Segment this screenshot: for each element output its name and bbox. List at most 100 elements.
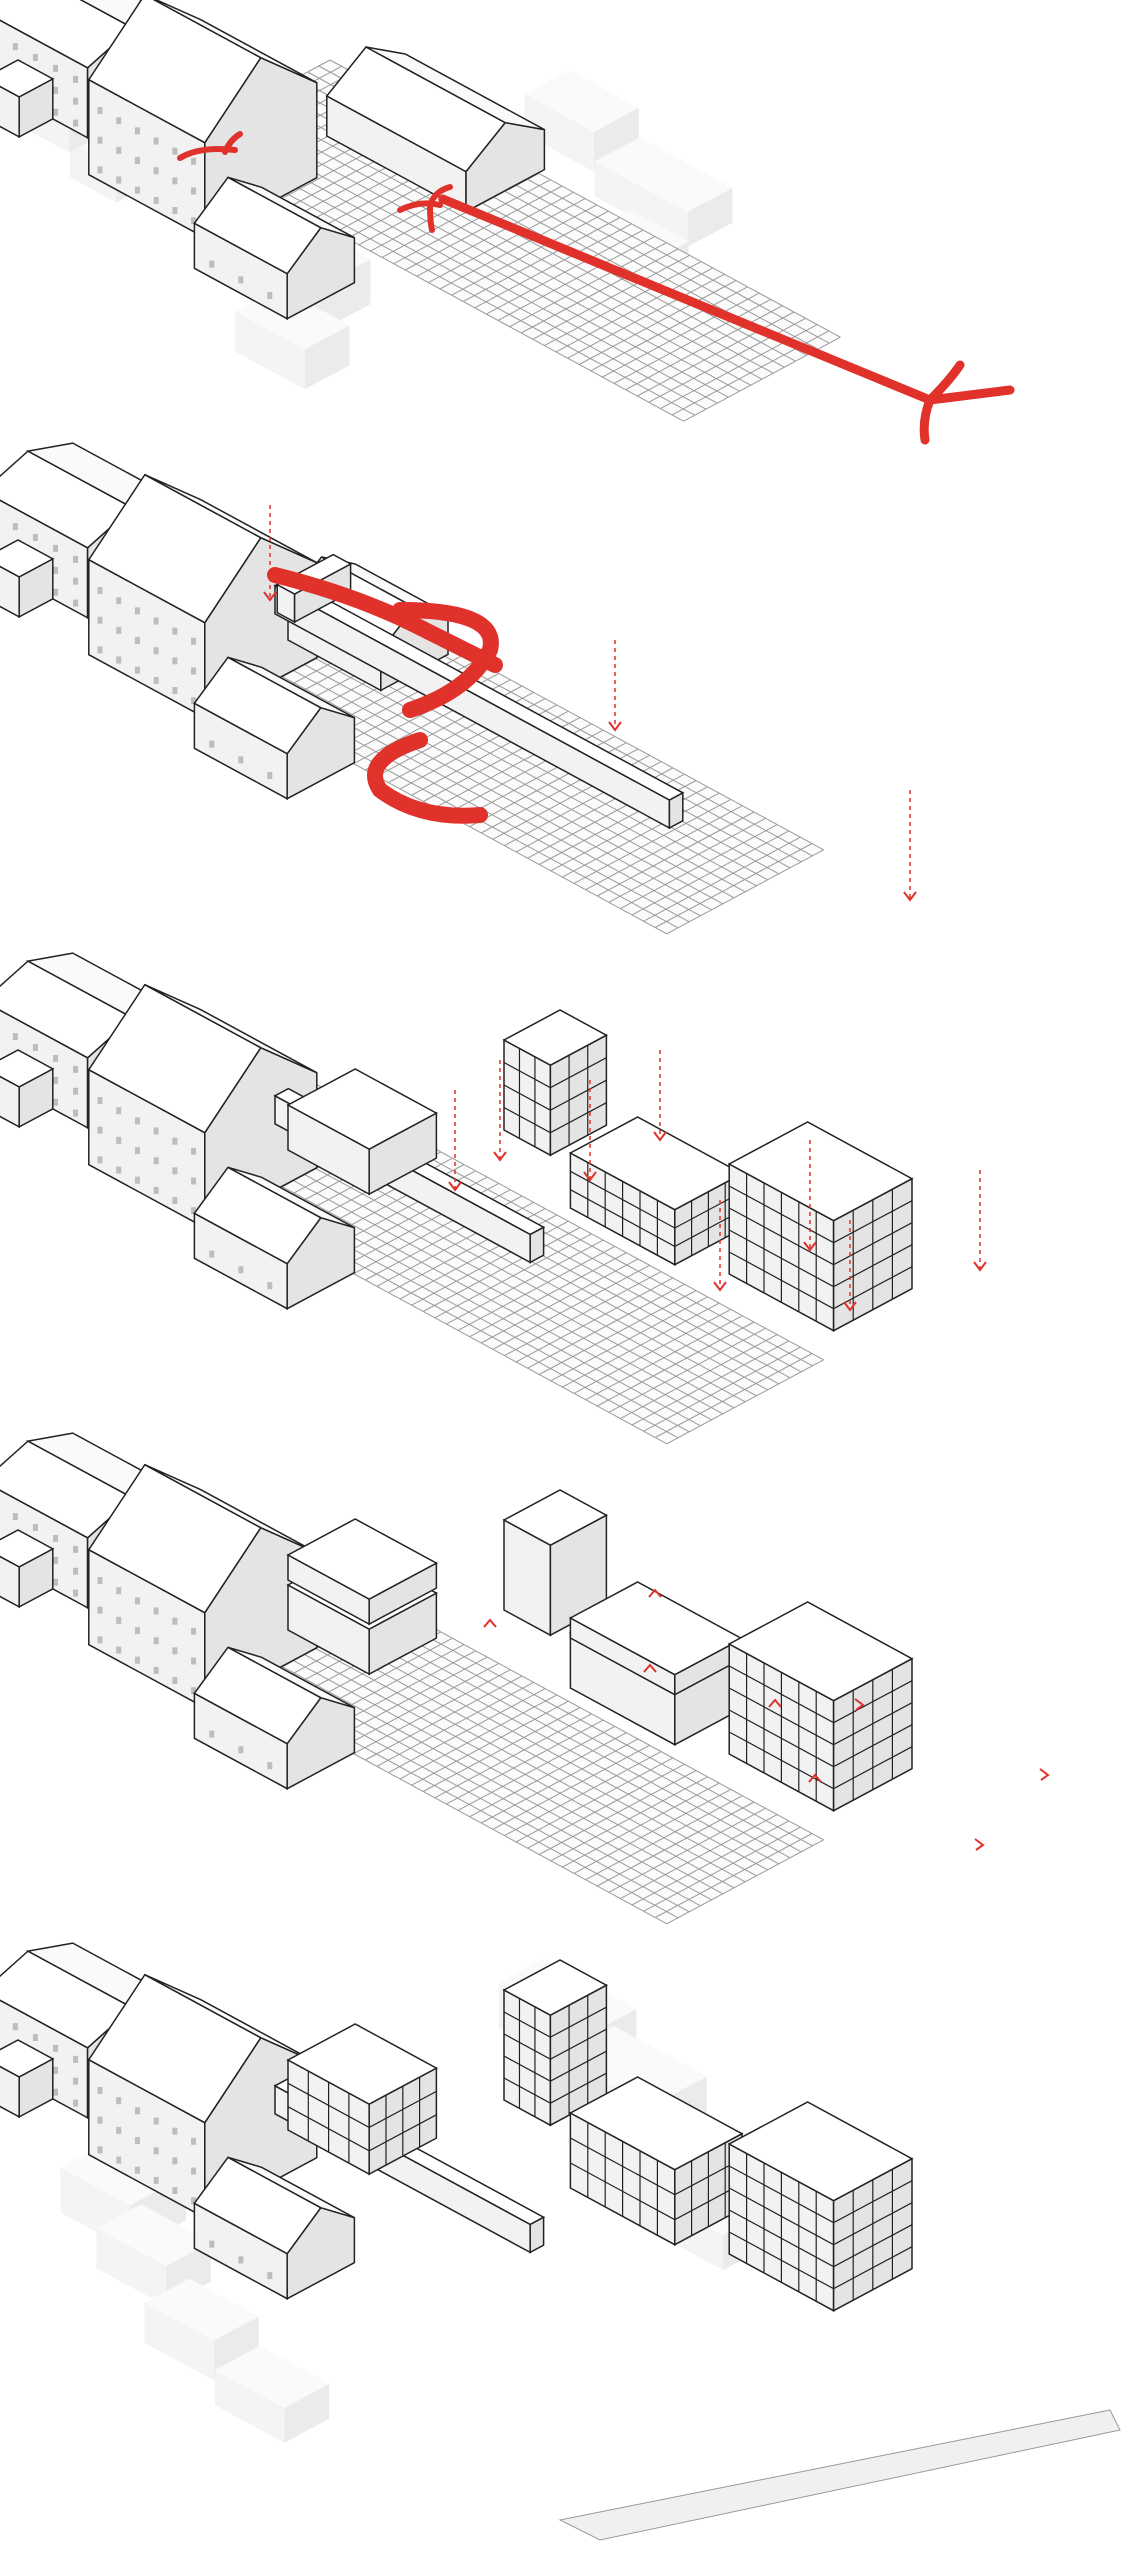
window: [73, 1589, 79, 1597]
window: [134, 1176, 140, 1184]
window: [73, 1567, 79, 1575]
cladding-transom: [503, 2050, 607, 2082]
window: [134, 1656, 140, 1664]
window: [97, 587, 103, 595]
roof-slope-back: [144, 1974, 318, 2064]
arrow-head: [483, 1618, 497, 1628]
cladding-transom: [728, 1665, 913, 1724]
panel-5: [0, 1942, 1121, 2541]
window: [52, 1578, 58, 1586]
window: [73, 2055, 79, 2063]
cladding-transom: [728, 2209, 913, 2268]
site-ground: [558, 2409, 1121, 2541]
window: [73, 75, 79, 83]
window: [172, 1677, 178, 1685]
panel-3: [0, 952, 987, 1445]
cladding-transom: [287, 2082, 437, 2129]
extension-arrow: [648, 1588, 662, 1598]
window: [191, 697, 197, 705]
placement-arrow: [713, 1200, 727, 1292]
cladding-transom: [728, 1185, 913, 1244]
roof-slope-back: [144, 984, 318, 1074]
window: [97, 2146, 103, 2154]
window: [172, 207, 178, 215]
arrow-head: [713, 1281, 727, 1292]
window: [153, 617, 159, 625]
window: [153, 647, 159, 655]
window: [191, 637, 197, 645]
window: [116, 1166, 122, 1174]
window: [172, 2157, 178, 2165]
roof-slope-back: [365, 46, 545, 131]
window: [73, 119, 79, 127]
grid-line: [240, 107, 752, 386]
window: [97, 1097, 103, 1105]
window: [191, 157, 197, 165]
window: [191, 1177, 197, 1185]
window: [97, 107, 103, 115]
manor-porch: [0, 1529, 55, 1609]
existing-small-house: [193, 1166, 356, 1310]
window: [153, 1157, 159, 1165]
window: [191, 187, 197, 195]
extension-arrow: [483, 1618, 497, 1628]
window: [52, 544, 58, 552]
existing-small-house: [193, 2156, 356, 2300]
cladding-transom: [503, 2072, 607, 2104]
arrow-head: [583, 1171, 597, 1182]
window: [191, 1207, 197, 1215]
window: [12, 43, 18, 51]
arrow-head: [973, 1261, 987, 1272]
volume-tower: [502, 1489, 608, 1637]
window: [12, 523, 18, 531]
window: [52, 1534, 58, 1542]
roof-flat: [0, 2039, 55, 2078]
window: [134, 1627, 140, 1635]
context-face: [594, 161, 688, 247]
context-face: [214, 2316, 259, 2381]
cladding-transom: [570, 1189, 743, 1248]
placement-arrow: [803, 1140, 817, 1252]
cladding-transom: [570, 2137, 743, 2196]
cladding-transom: [728, 1207, 913, 1266]
context-building: [524, 70, 639, 172]
window: [73, 599, 79, 607]
roof-flat: [286, 1518, 438, 1600]
roof-flat: [502, 1489, 608, 1547]
context-roof: [96, 2204, 211, 2266]
window: [97, 1636, 103, 1644]
arrow-head: [854, 1698, 865, 1711]
window: [238, 1266, 244, 1274]
window: [32, 1524, 38, 1532]
window: [32, 2034, 38, 2042]
placement-arrow: [903, 790, 917, 902]
route-branch: [919, 360, 1015, 445]
window: [12, 1033, 18, 1041]
roof-slope-back: [227, 176, 355, 239]
placement-arrow: [608, 640, 622, 732]
panel-2: [0, 442, 917, 935]
window: [116, 2126, 122, 2134]
window: [134, 637, 140, 645]
window: [153, 2117, 159, 2125]
cladding-transom: [728, 1229, 913, 1288]
window: [209, 1730, 215, 1738]
cladding-transom: [728, 2165, 913, 2224]
context-face: [687, 187, 733, 247]
window: [191, 2137, 197, 2145]
window: [116, 626, 122, 634]
window: [191, 2167, 197, 2175]
roof-flat: [0, 59, 55, 98]
window: [153, 167, 159, 175]
arrow-head: [808, 1773, 822, 1783]
window: [73, 1109, 79, 1117]
window: [116, 117, 122, 125]
window: [134, 1147, 140, 1155]
window: [134, 607, 140, 615]
context-building: [144, 2278, 259, 2381]
route-path: [438, 194, 935, 405]
window: [209, 740, 215, 748]
window: [134, 666, 140, 674]
volume-small: [286, 1068, 438, 1196]
